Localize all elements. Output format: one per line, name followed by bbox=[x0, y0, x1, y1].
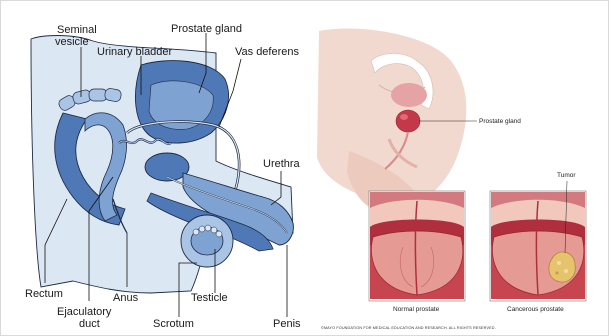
label-seminal-1: Seminal bbox=[57, 24, 97, 36]
normal-prostate-inset bbox=[369, 191, 465, 301]
label-rectum: Rectum bbox=[25, 288, 63, 300]
label-vas-deferens: Vas deferens bbox=[235, 46, 300, 58]
label-ejaculatory-1: Ejaculatory bbox=[57, 306, 112, 318]
label-testicle: Testicle bbox=[191, 292, 228, 304]
label-seminal-2: vesicle bbox=[55, 36, 89, 48]
prostate bbox=[145, 153, 189, 181]
label-penis: Penis bbox=[273, 318, 301, 330]
mayo-label-prostate: Prostate gland bbox=[479, 118, 521, 125]
mayo-illustration: Prostate gland Normal prostate bbox=[317, 29, 586, 330]
copyright-notice: ©MAYO FOUNDATION FOR MEDICAL EDUCATION A… bbox=[321, 326, 496, 330]
label-anus: Anus bbox=[113, 292, 139, 304]
label-ejaculatory-2: duct bbox=[79, 318, 100, 330]
label-tumor: Tumor bbox=[557, 172, 576, 179]
label-cancerous-prostate: Cancerous prostate bbox=[507, 306, 564, 313]
label-prostate-gland: Prostate gland bbox=[171, 23, 242, 35]
mayo-bladder bbox=[391, 83, 427, 107]
label-normal-prostate: Normal prostate bbox=[393, 306, 440, 313]
male-pelvis-diagram: Seminal vesicle Urinary bladder Prostate… bbox=[25, 23, 301, 330]
label-scrotum: Scrotum bbox=[153, 318, 194, 330]
mayo-prostate bbox=[396, 110, 420, 132]
cancerous-prostate-inset bbox=[490, 191, 586, 301]
label-urinary-bladder: Urinary bladder bbox=[97, 46, 173, 58]
label-urethra: Urethra bbox=[263, 158, 301, 170]
